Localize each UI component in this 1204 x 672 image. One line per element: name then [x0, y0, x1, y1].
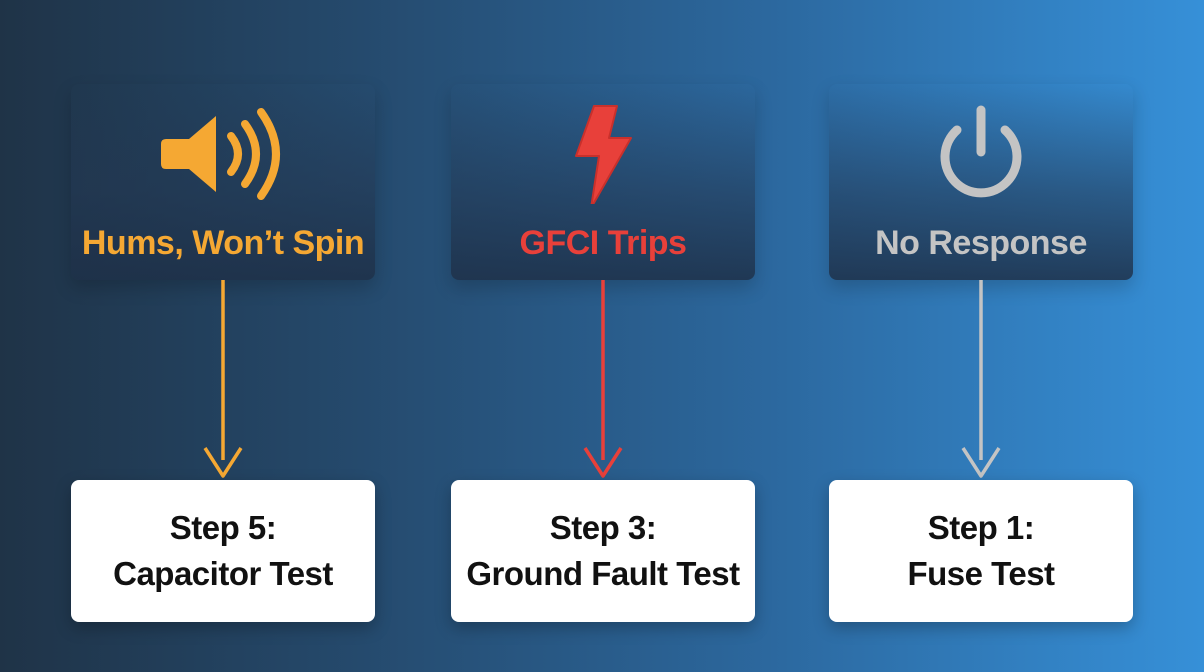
lightning-bolt-icon: [575, 105, 632, 204]
symptom-label: No Response: [875, 224, 1087, 262]
step-name: Ground Fault Test: [466, 555, 740, 592]
arrow-down-icon: [583, 280, 623, 478]
diagnostic-path-hums: Hums, Won’t Spin Step 5: Capacitor Test: [71, 0, 375, 672]
arrow-down-icon: [961, 280, 1001, 478]
symptom-card-hums: [71, 84, 375, 280]
step-number: Step 5:: [169, 509, 277, 546]
diagnostic-path-gfci: GFCI Trips Step 3: Ground Fault Test: [451, 0, 755, 672]
step-number: Step 1:: [927, 509, 1035, 546]
diagnostic-path-no-response: No Response Step 1: Fuse Test: [829, 0, 1133, 672]
symptom-label: Hums, Won’t Spin: [81, 224, 365, 262]
symptom-card-gfci: [451, 84, 755, 280]
step-card-fuse-test: Step 1: Fuse Test: [829, 480, 1133, 622]
arrow-down-icon: [203, 280, 243, 478]
power-icon: [940, 105, 1022, 198]
step-name: Capacitor Test: [113, 555, 333, 592]
step-name: Fuse Test: [907, 555, 1055, 592]
step-number: Step 3:: [549, 509, 657, 546]
symptom-card-no-response: [829, 84, 1133, 280]
symptom-label: GFCI Trips: [519, 224, 687, 262]
speaker-icon: [161, 108, 280, 200]
step-card-capacitor-test: Step 5: Capacitor Test: [71, 480, 375, 622]
step-card-ground-fault-test: Step 3: Ground Fault Test: [451, 480, 755, 622]
